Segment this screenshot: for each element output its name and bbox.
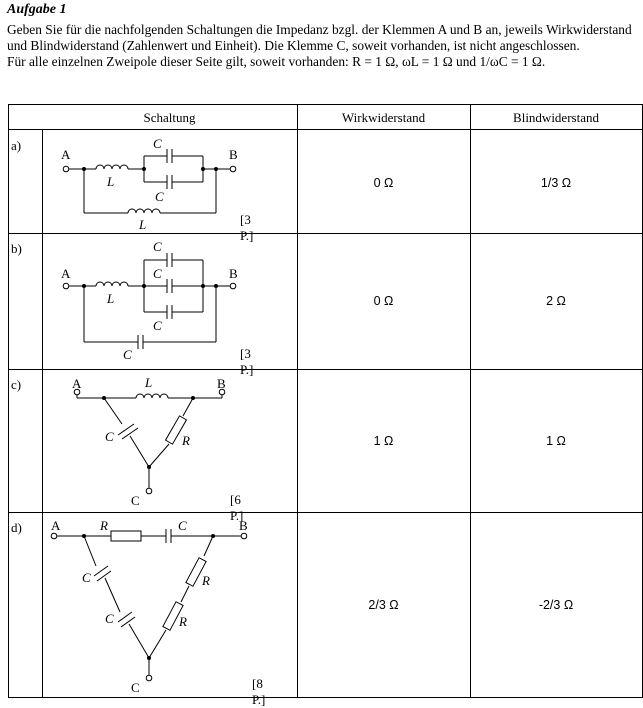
blind-value-b: 2 Ω (546, 294, 566, 308)
header-blindwiderstand: Blindwiderstand (513, 110, 599, 125)
row-label-d: d) (11, 520, 22, 535)
blind-value-d: -2/3 Ω (538, 598, 574, 612)
terminal-b-label-d: B (239, 518, 248, 533)
res-label-d2: R (178, 614, 187, 629)
task-title: Aufgabe 1 (7, 2, 67, 17)
row-label-c: c) (11, 377, 22, 392)
terminal-a-label-d: A (51, 518, 61, 533)
terminal-b-label-a: B (229, 147, 238, 162)
wirk-value-c: 1 Ω (373, 434, 394, 448)
ind-label-a1: L (106, 174, 114, 189)
cap-label-b1: C (153, 239, 162, 254)
terminal-c-label-c: C (131, 493, 140, 508)
terminal-a-label-c: A (72, 376, 82, 391)
header-schaltung: Schaltung (143, 110, 196, 125)
points-a: [3 P.] (240, 212, 254, 243)
circuit-a (62, 149, 237, 214)
row-label-a: a) (11, 138, 22, 153)
wirk-value-d: 2/3 Ω (368, 598, 399, 612)
points-b: [3 P.] (240, 346, 254, 377)
res-label-d-top: R (99, 518, 108, 533)
intro-paragraph-2: Für alle einzelnen Zweipole dieser Seite… (7, 54, 546, 69)
ind-label-b: L (106, 291, 114, 306)
cap-label-b2: C (153, 266, 162, 281)
ind-label-a2: L (138, 217, 146, 232)
blind-value-c: 1 Ω (546, 434, 566, 448)
terminal-a-label-a: A (61, 147, 71, 162)
cap-label-a2: C (155, 189, 164, 204)
ind-label-c: L (144, 375, 152, 390)
res-label-d1: R (201, 573, 210, 588)
table-grid (8, 104, 643, 698)
cap-label-d-top: C (178, 518, 187, 533)
points-c: [6 P.] (230, 492, 244, 523)
task-description: Geben Sie für die nachfolgenden Schaltun… (7, 22, 641, 70)
cap-label-b4: C (123, 347, 132, 362)
cap-label-c: C (105, 429, 114, 444)
terminal-b-label-c: B (217, 376, 226, 391)
terminal-a-label-b: A (61, 266, 71, 281)
terminal-b-label-b: B (229, 266, 238, 281)
res-label-c: R (181, 433, 190, 448)
cap-label-a1: C (153, 136, 162, 151)
circuit-c (73, 388, 226, 495)
row-label-b: b) (11, 241, 22, 256)
wirk-value-a: 0 Ω (373, 176, 394, 190)
circuit-b (62, 253, 237, 349)
cap-label-d1: C (82, 570, 91, 585)
blind-value-a: 1/3 Ω (540, 176, 572, 190)
circuit-d (50, 529, 248, 682)
wirk-value-b: 0 Ω (373, 294, 394, 308)
circuit-diagrams: A B C C L L A B C C C C L A B L C R C A … (50, 136, 248, 695)
cap-label-d2: C (105, 611, 114, 626)
cap-label-b3: C (153, 318, 162, 333)
header-wirkwiderstand: Wirkwiderstand (341, 110, 426, 125)
intro-paragraph-1: Geben Sie für die nachfolgenden Schaltun… (7, 22, 632, 53)
terminal-c-label-d: C (131, 680, 140, 695)
